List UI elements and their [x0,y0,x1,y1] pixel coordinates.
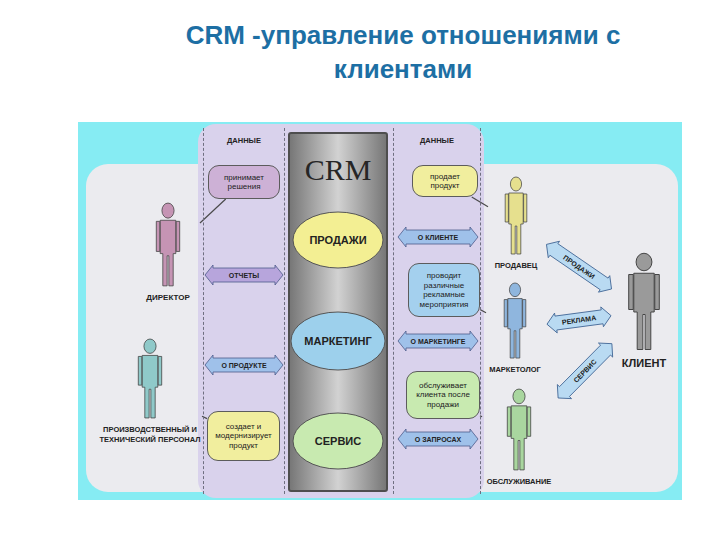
node-text: CRM [290,154,386,186]
figure-arm [505,194,508,222]
role-bubble: обслуживает клиента после продажи [406,371,480,419]
person-figure [137,338,163,420]
node-text: МАРКЕТОЛОГ [489,365,541,375]
figure-arm [138,356,141,385]
node-text: ДИРЕКТОР [146,293,189,304]
system-panel [198,124,484,498]
figure-arm [504,300,507,327]
node-text: О МАРКЕТИНГЕ [411,337,466,346]
page-title: CRM -управление отношениями с клиентами [123,18,683,86]
exchange-arrow [557,343,612,399]
arrow-label: СЕРВИС [570,356,600,386]
node-text: ДАННЫЕ [204,136,284,145]
figure-head [509,283,520,297]
function-oval: МАРКЕТИНГ [290,311,386,371]
cyan-frame [78,122,682,500]
oval-shape [291,312,385,370]
arrow-label: РЕКЛАМА [559,313,598,327]
figure-arm [629,275,634,310]
person-node: МАРКЕТОЛОГ [486,282,544,375]
data-arrow: О КЛИЕНТЕ [398,227,478,247]
figure-arm [158,356,161,385]
data-arrow: ОТЧЕТЫ [205,265,283,285]
person-figure [504,176,528,256]
exchange-arrow [546,241,611,292]
node-text: О ЗАПРОСАХ [415,435,461,444]
node-text: ПРОИЗВОДСТВЕННЫЙ И ТЕХНИЧЕСКИЙ ПЕРСОНАЛ [98,425,202,445]
figure-arm [507,407,510,436]
person-node: ПРОДАВЕЦ [488,176,544,271]
arrow-shape [205,355,283,375]
figure-arm [156,221,159,251]
node-text: ОТЧЕТЫ [229,271,259,280]
person-figure [155,202,181,288]
speech-tail [472,197,488,207]
person-node: КЛИЕНТ [614,252,674,371]
node-text: принимает решения [213,173,275,192]
figure-body [511,406,527,470]
figure-arm [523,300,526,327]
node-text: ДАННЫЕ [394,136,480,145]
role-bubble: принимает решения [208,165,280,199]
node-text: создает и модернизирует продукт [212,422,275,451]
figure-arm [527,407,530,436]
person-figure [503,282,527,360]
role-bubble: продает продукт [412,165,478,197]
exchange-arrow [547,307,611,333]
node-text: МАРКЕТИНГ [304,335,371,348]
figure-head [510,177,521,191]
person-figure [506,388,532,472]
person-figure [627,252,661,352]
arrow-shape [398,429,478,449]
figure-head [162,203,174,218]
node-text: обслуживает клиента после продажи [411,381,475,410]
person-node: ДИРЕКТОР [136,202,200,304]
node-text: СЕРВИС [315,435,361,448]
arrow-shape [398,227,478,247]
figure-body [634,273,654,349]
role-bubble: проводит различные рекламные мероприятия [408,263,480,317]
function-oval: ПРОДАЖИ [292,211,384,269]
node-text: проводит различные рекламные мероприятия [413,271,475,309]
data-arrow: О МАРКЕТИНГЕ [398,331,478,351]
node-text: продает продукт [417,172,473,191]
figure-head [513,389,525,404]
node-text: ПРОДАЖИ [309,234,366,247]
node-text: КЛИЕНТ [622,357,666,371]
data-column: ДАННЫЕ продает продукт О КЛИЕНТЕ проводит р… [393,128,481,494]
crm-system: CRM ПРОДАЖИ МАРКЕТИНГ СЕРВИС [288,132,388,492]
figure-body [508,299,522,358]
figure-body [142,355,158,418]
figure-head [144,339,156,353]
node-text: ПРОДАВЕЦ [495,261,538,271]
arrow-shape [205,265,283,285]
node-text: О КЛИЕНТЕ [418,233,458,242]
person-node: ПРОИЗВОДСТВЕННЫЙ И ТЕХНИЧЕСКИЙ ПЕРСОНАЛ [98,338,202,445]
function-oval: СЕРВИС [292,412,384,470]
role-bubble: создает и модернизирует продукт [207,411,280,461]
figure-arm [655,275,660,310]
person-node: ОБСЛУЖИВАНИЕ [482,388,556,487]
figure-body [160,220,176,286]
data-arrow: О ЗАПРОСАХ [398,429,478,449]
figure-body [509,193,523,254]
node-text: О ПРОДУКТЕ [221,361,266,370]
oval-shape [293,212,383,268]
node-text: ОБСЛУЖИВАНИЕ [487,477,552,487]
arrow-label: ПРОДАЖИ [560,252,598,282]
figure-head [636,253,652,271]
data-arrow: О ПРОДУКТЕ [205,355,283,375]
arrow-shape [398,331,478,351]
figure-arm [524,194,527,222]
oval-shape [293,413,383,469]
data-column: ДАННЫЕ принимает решенияОТЧЕТЫ О ПРОДУКТЕ с… [203,128,285,494]
figure-arm [176,221,179,251]
